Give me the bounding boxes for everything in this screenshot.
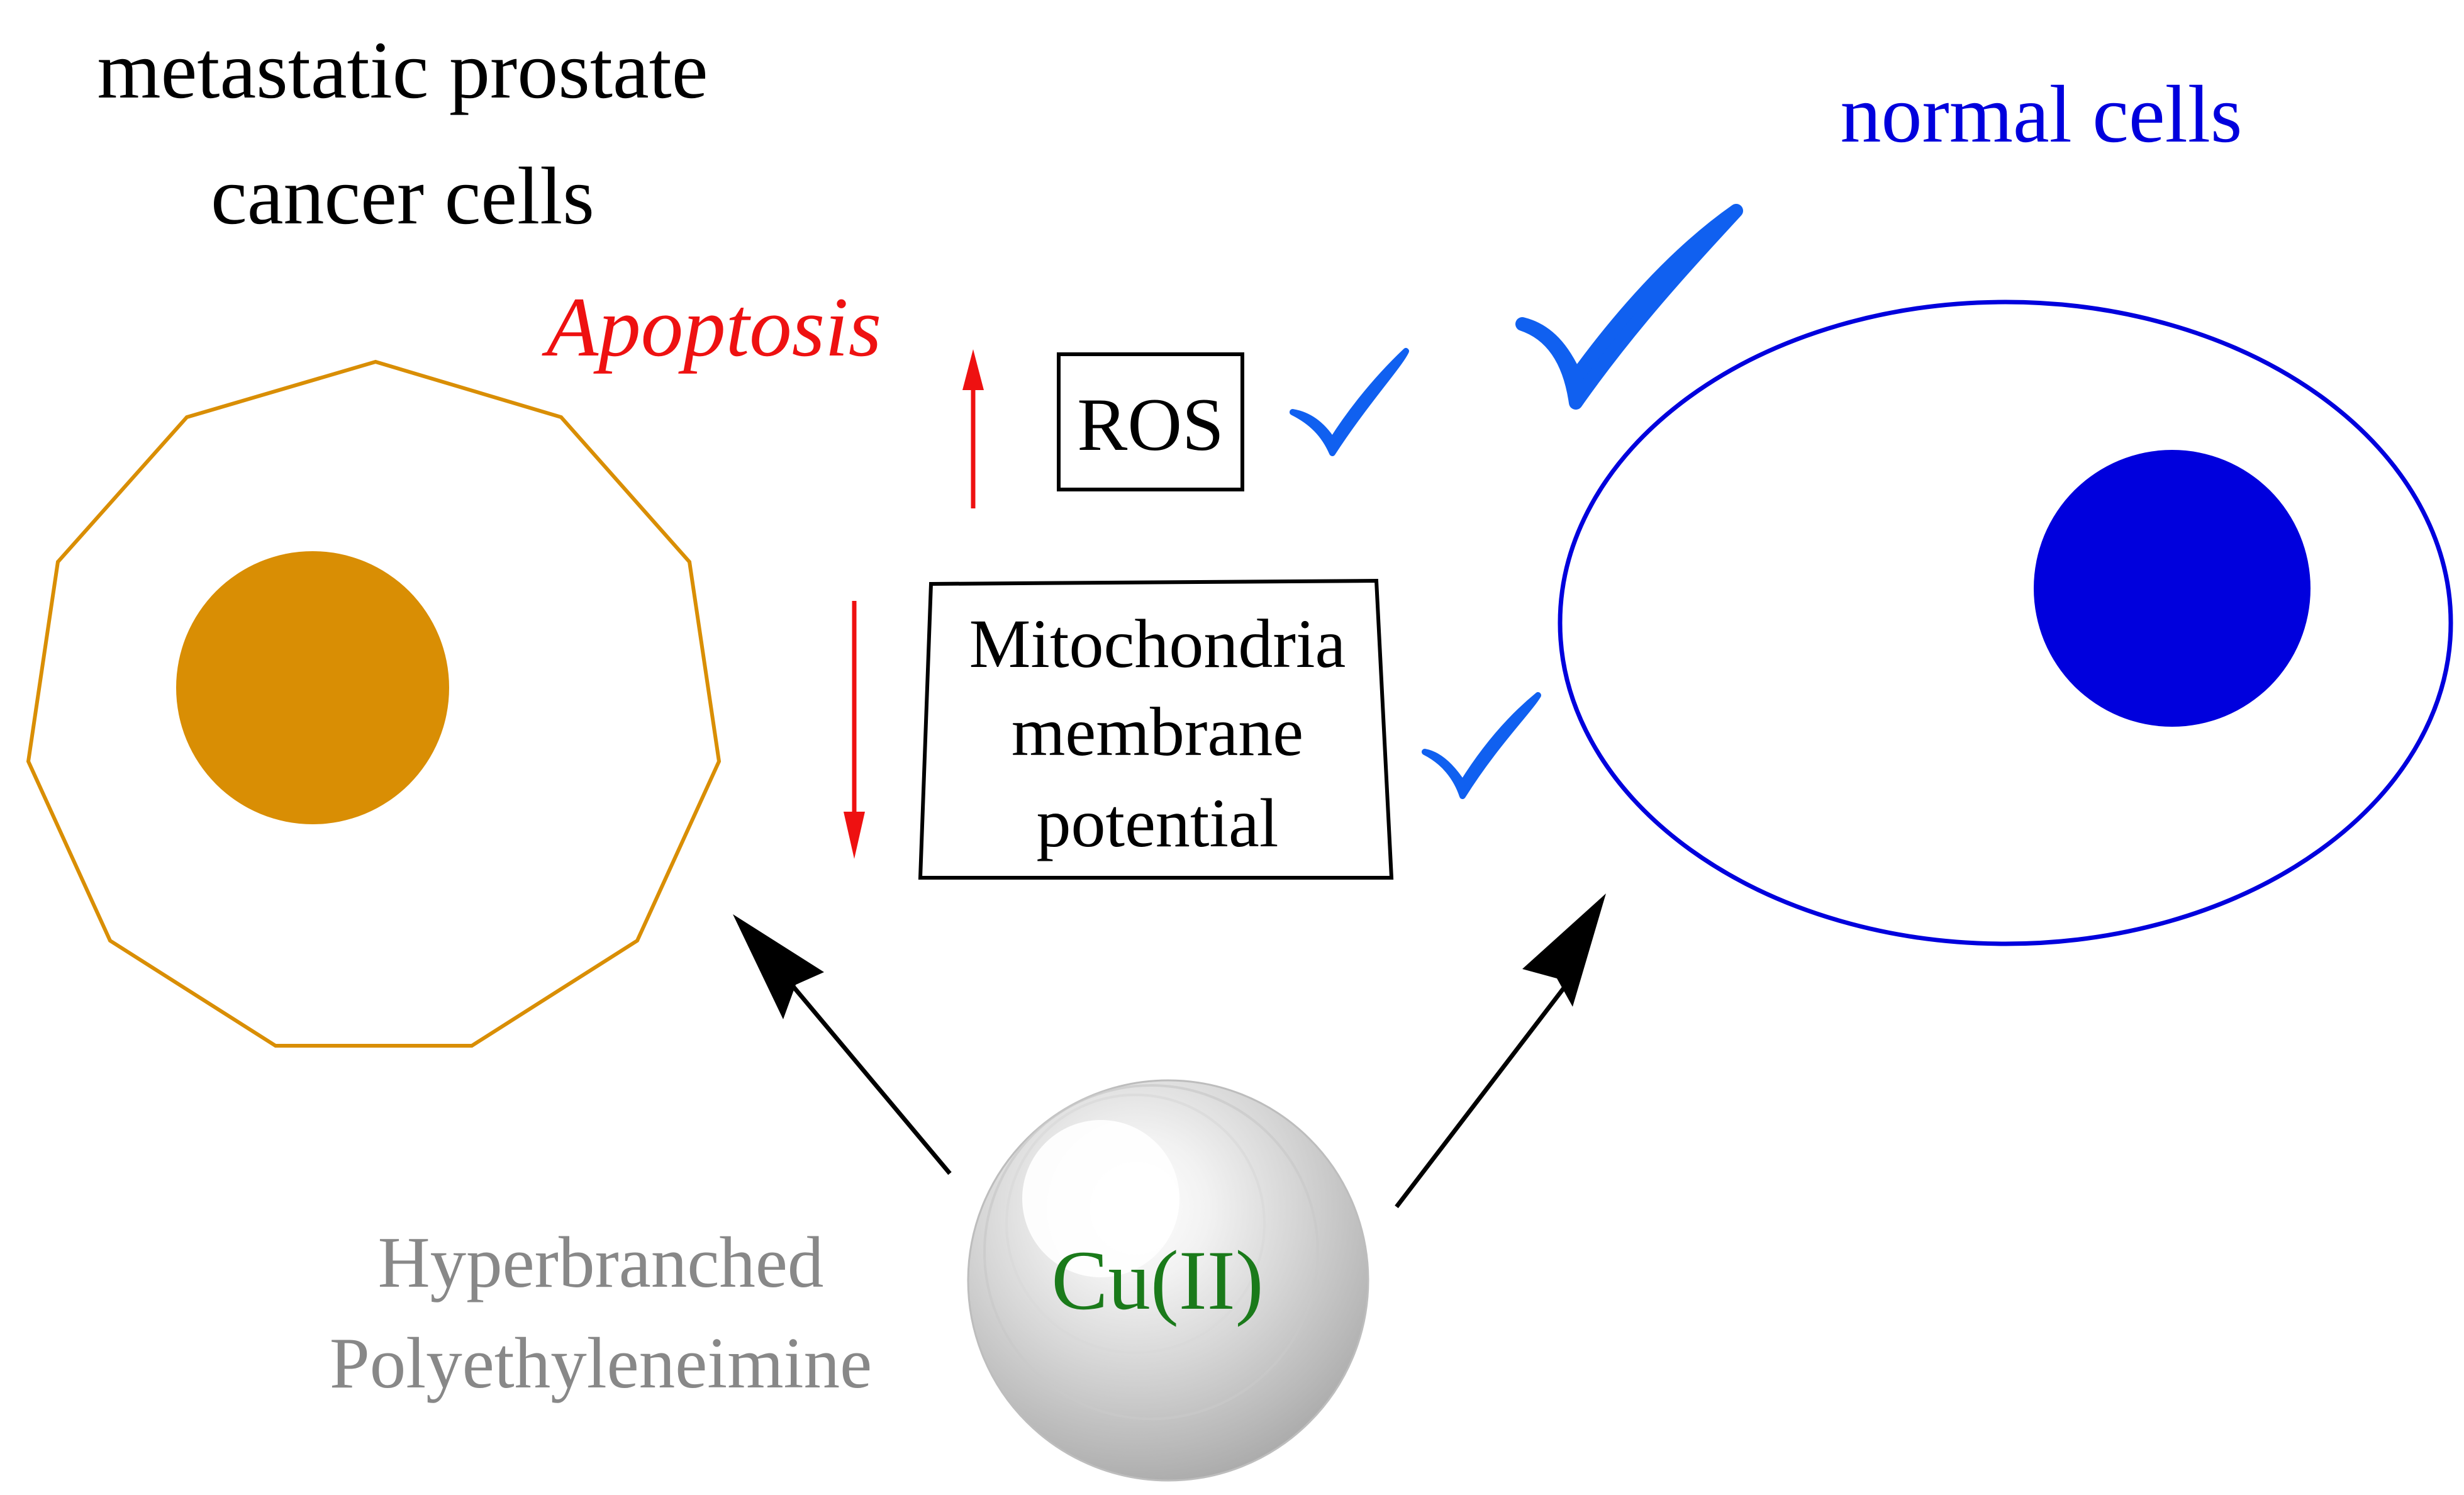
apoptosis-label: Apoptosis [542,281,882,374]
normal-cell-nucleus [2034,450,2311,727]
polymer-line2: Polyethyleneimine [330,1323,872,1403]
cancer-title-line1: metastatic prostate [97,25,708,116]
check-icon [1290,348,1409,456]
cancer-title-line2: cancer cells [211,151,594,242]
normal-cell-membrane [1558,300,2453,946]
copper-label: Cu(II) [1051,1234,1263,1328]
decrease-arrow-icon [844,812,865,859]
mitochondria-box [918,578,1394,880]
polymer-line1: Hyperbranched [378,1223,824,1302]
nanoparticle-shell [983,1084,1319,1420]
arrow-to-cancer-shaft [769,958,952,1175]
cancer-cell-membrane [26,359,722,1048]
ros-label: ROS [1077,383,1224,466]
nanoparticle-highlight [1022,1120,1179,1277]
nanoparticle-shell [1005,1094,1266,1354]
check-icon [1422,692,1541,799]
increase-arrow-icon [962,349,984,390]
mito-line3: potential [1037,785,1279,861]
arrow-to-normal-icon [1522,893,1606,1007]
normal-title: normal cells [1841,69,2243,160]
mito-line1: Mitochondria [969,605,1346,682]
arrow-to-cancer-icon [733,914,824,1019]
check-icon [1515,204,1743,410]
ros-box [1057,352,1244,491]
arrow-to-normal-shaft [1395,983,1568,1209]
mito-line2: membrane [1012,693,1303,770]
cancer-cell-nucleus [176,551,449,824]
